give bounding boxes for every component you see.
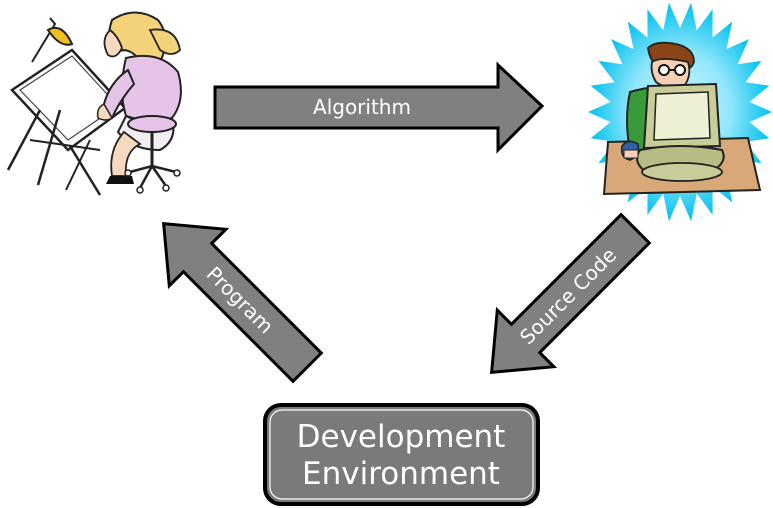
algorithm-arrow: Algorithm [213, 61, 545, 154]
source-code-arrow: Source Code [489, 212, 652, 375]
program-arrow: Program [161, 221, 324, 384]
box-label-line1: Development [297, 419, 506, 455]
development-environment-box: Development Environment [263, 403, 540, 506]
designer-illustration [6, 11, 182, 196]
programmer-illustration [588, 2, 772, 222]
source-code-label: Source Code [515, 243, 621, 349]
algorithm-label: Algorithm [313, 95, 411, 119]
box-label-line2: Environment [302, 456, 500, 492]
